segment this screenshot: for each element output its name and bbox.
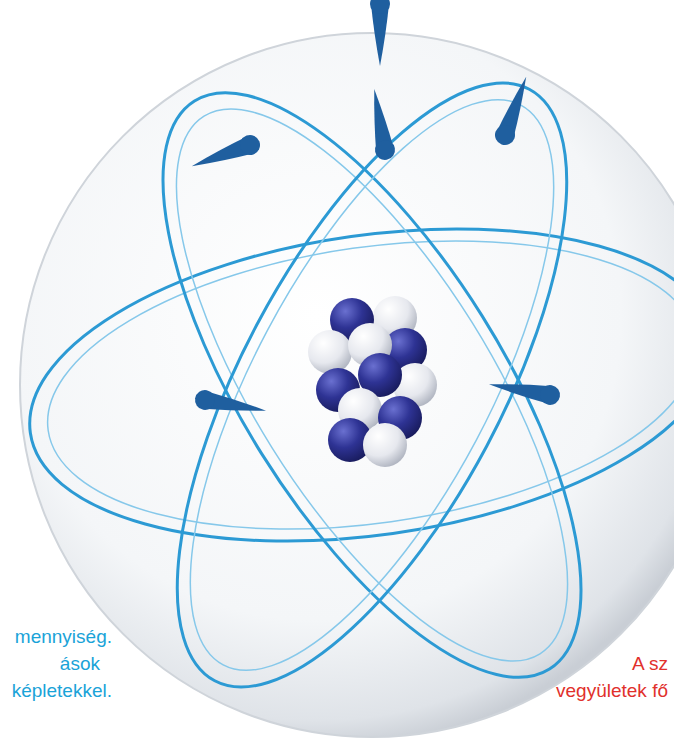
electron-head: [237, 132, 263, 158]
electrons: [188, 0, 561, 421]
caption-fragment: képletekkel.: [12, 680, 112, 702]
electron-head: [492, 122, 518, 148]
electron-orbits: [9, 28, 674, 742]
electron: [364, 87, 396, 161]
nucleon: [363, 423, 407, 467]
electron-head: [538, 383, 561, 406]
electron: [188, 132, 262, 175]
electron-head: [373, 138, 396, 161]
electron: [193, 388, 267, 420]
orbit-line: [119, 50, 625, 721]
orbit-line: [29, 203, 674, 567]
orbit: [9, 188, 674, 581]
caption-fragment: A sz: [632, 653, 668, 675]
electron: [487, 374, 561, 406]
electron: [492, 73, 535, 147]
caption-fragment: vegyületek fő: [556, 680, 668, 702]
nucleon: [308, 330, 352, 374]
electron-head: [370, 0, 390, 14]
electron-head: [193, 388, 216, 411]
orbit: [100, 28, 644, 742]
caption-fragment: mennyiség.: [15, 626, 112, 648]
nucleus: [308, 296, 437, 467]
orbit-line: [100, 28, 644, 742]
caption-fragment: ások: [60, 653, 100, 675]
orbit-line: [9, 188, 674, 581]
electron: [370, 0, 390, 66]
orbit: [84, 32, 660, 738]
orbit-line: [84, 32, 660, 738]
orbit-line: [104, 54, 640, 717]
